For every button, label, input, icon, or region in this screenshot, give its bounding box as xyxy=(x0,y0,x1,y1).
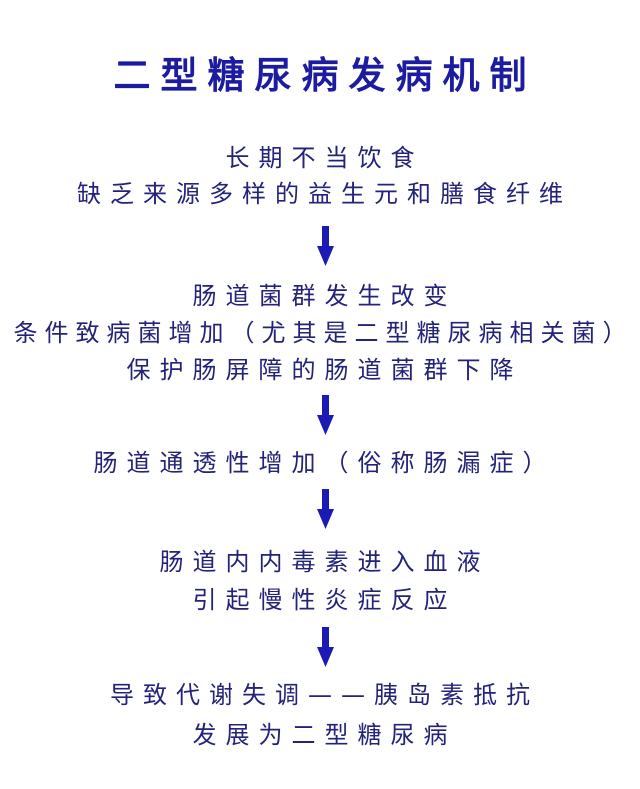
step-2-line-2: 条件致病菌增加（尤其是二型糖尿病相关菌） xyxy=(13,319,634,347)
arrow-down-icon xyxy=(317,226,334,266)
step-3-line-1: 肠道通透性增加（俗称肠漏症） xyxy=(93,449,556,477)
step-1-line-1: 长期不当饮食 xyxy=(225,144,424,172)
diagram-title: 二型糖尿病发病机制 xyxy=(113,54,537,97)
step-2-line-3: 保护肠屏障的肠道菌群下降 xyxy=(126,356,523,384)
arrow-down-icon xyxy=(317,627,334,667)
step-1-line-2: 缺乏来源多样的益生元和膳食纤维 xyxy=(77,180,572,208)
step-2-line-1: 肠道菌群发生改变 xyxy=(192,282,457,310)
arrow-down-icon xyxy=(317,395,334,435)
step-4-line-1: 肠道内内毒素进入血液 xyxy=(159,548,490,576)
arrow-down-icon xyxy=(317,489,334,529)
step-4-line-2: 引起慢性炎症反应 xyxy=(192,586,457,614)
step-5-line-2: 发展为二型糖尿病 xyxy=(192,721,457,749)
step-5-line-1: 导致代谢失调——胰岛素抵抗 xyxy=(110,681,539,709)
